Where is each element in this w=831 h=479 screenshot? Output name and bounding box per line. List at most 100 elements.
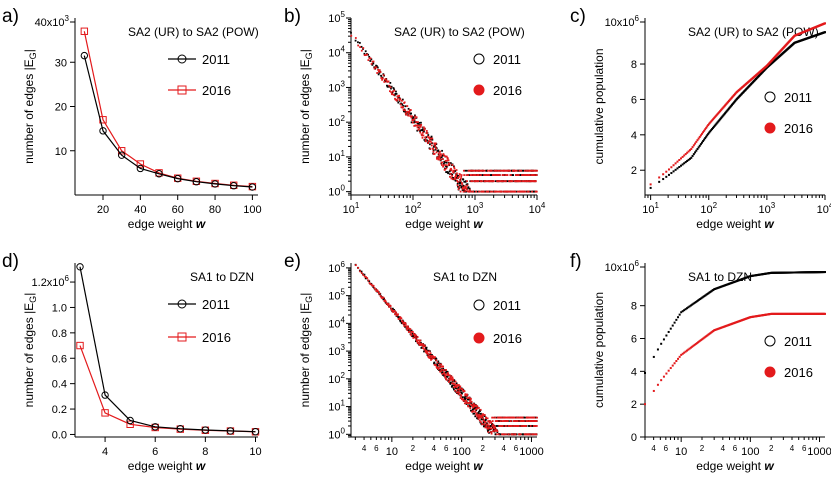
data-point-2011: [665, 334, 668, 337]
data-point-2011: [674, 168, 677, 171]
data-point-2016: [674, 162, 677, 165]
data-point-2011: [383, 79, 386, 82]
data-point-2016: [528, 416, 531, 419]
data-point-2016: [451, 178, 454, 181]
data-point-2011: [393, 309, 396, 311]
data-point-2016: [405, 111, 408, 114]
data-point-2016: [686, 151, 689, 154]
data-point-2016: [527, 190, 530, 193]
data-point-2016: [438, 155, 441, 157]
data-point-2016: [446, 157, 449, 160]
data-point-2011: [437, 149, 440, 152]
data-point-2016: [402, 109, 405, 111]
data-point-2016: [494, 430, 496, 432]
x-axis-label: edge weight w: [696, 217, 774, 231]
data-point-2011: [684, 161, 687, 164]
data-point-2011: [391, 307, 394, 310]
data-point-2016: [492, 430, 494, 433]
data-point-2016: [513, 416, 516, 419]
x-axis-label: edge weight w: [128, 459, 206, 473]
data-point-2011: [711, 126, 714, 129]
data-point-2016: [697, 137, 700, 140]
data-point-2016: [483, 423, 486, 426]
data-point-2016: [488, 424, 490, 427]
data-point-2016: [360, 49, 363, 52]
data-point-2016: [411, 330, 414, 333]
data-point-2016: [449, 377, 452, 380]
data-point-2016: [497, 169, 500, 172]
x-axis-label: edge weight w: [405, 217, 483, 231]
y-axis-label: number of edges |EG|: [22, 49, 38, 164]
data-point-2011: [464, 397, 467, 400]
data-point-2011: [658, 180, 661, 183]
data-point-2011: [390, 87, 392, 90]
x-tick-base: 10: [817, 204, 829, 216]
data-point-2016: [516, 416, 518, 419]
y-axis-label-text: number of edges |E: [298, 303, 312, 408]
data-point-2011: [433, 145, 435, 148]
data-point-2016: [530, 420, 533, 422]
data-point-2011: [436, 364, 439, 367]
data-point-2011: [527, 169, 529, 172]
data-point-2016: [447, 164, 450, 167]
data-point-2016: [716, 113, 719, 116]
y-top-label: 10x106: [605, 14, 640, 29]
data-point-2011: [480, 418, 483, 421]
y-tick-label: 104: [328, 315, 345, 330]
data-point-2016: [497, 174, 500, 176]
data-point-2011: [350, 31, 352, 34]
data-point-2016: [459, 190, 462, 193]
data-point-2016: [502, 420, 505, 422]
data-point-2016: [514, 169, 517, 172]
legend-label: 2016: [493, 83, 522, 98]
data-point-2016: [681, 155, 684, 158]
data-point-2016: [396, 95, 399, 98]
legend-marker: [177, 299, 187, 309]
data-point-2011: [419, 130, 421, 132]
data-point-2016: [683, 154, 686, 157]
legend-marker: [764, 366, 776, 378]
data-point-2011: [453, 380, 456, 383]
data-point-2016: [406, 325, 409, 328]
data-point-2011: [433, 361, 436, 364]
x-tick-base: 10: [343, 204, 355, 216]
data-point-2016: [401, 320, 404, 323]
data-point-2016: [473, 169, 476, 172]
y-tick-label: 0: [631, 432, 637, 444]
data-point-2016: [400, 106, 403, 109]
data-point-2016: [523, 169, 526, 172]
data-point-2016: [371, 284, 374, 287]
data-point-2011: [383, 297, 385, 300]
y-tick-exp: 3: [341, 79, 346, 88]
data-point-2011: [443, 162, 445, 165]
data-point-2016: [366, 53, 369, 56]
data-point-2011: [703, 295, 706, 298]
y-tick-label: 8: [631, 301, 637, 313]
y-tick-base: 10: [328, 291, 340, 303]
data-point-2016: [508, 190, 511, 193]
data-point-2011: [430, 135, 433, 138]
data-point-2011: [694, 151, 697, 154]
x-tick-base: 10: [529, 204, 541, 216]
data-point-2016: [409, 109, 412, 111]
data-point-2016: [516, 190, 519, 193]
data-point-2016: [430, 137, 432, 140]
data-point-2011: [463, 189, 465, 192]
data-point-2016: [379, 295, 382, 297]
data-point-2016: [357, 266, 360, 269]
data-point-2016: [432, 148, 434, 150]
data-point-2016: [379, 71, 382, 73]
data-point-2011: [683, 162, 686, 165]
data-point-2016: [472, 406, 474, 409]
data-point-2011: [416, 129, 419, 132]
data-point-2016: [667, 369, 670, 372]
data-point-2016: [524, 180, 527, 183]
data-point-2011: [708, 131, 711, 134]
data-point-2016: [656, 383, 659, 386]
data-point-2016: [532, 425, 535, 427]
data-point-2016: [412, 336, 415, 339]
data-point-2016: [418, 124, 420, 127]
data-point-2011: [687, 158, 690, 161]
y-tick-base: 10: [328, 117, 340, 129]
